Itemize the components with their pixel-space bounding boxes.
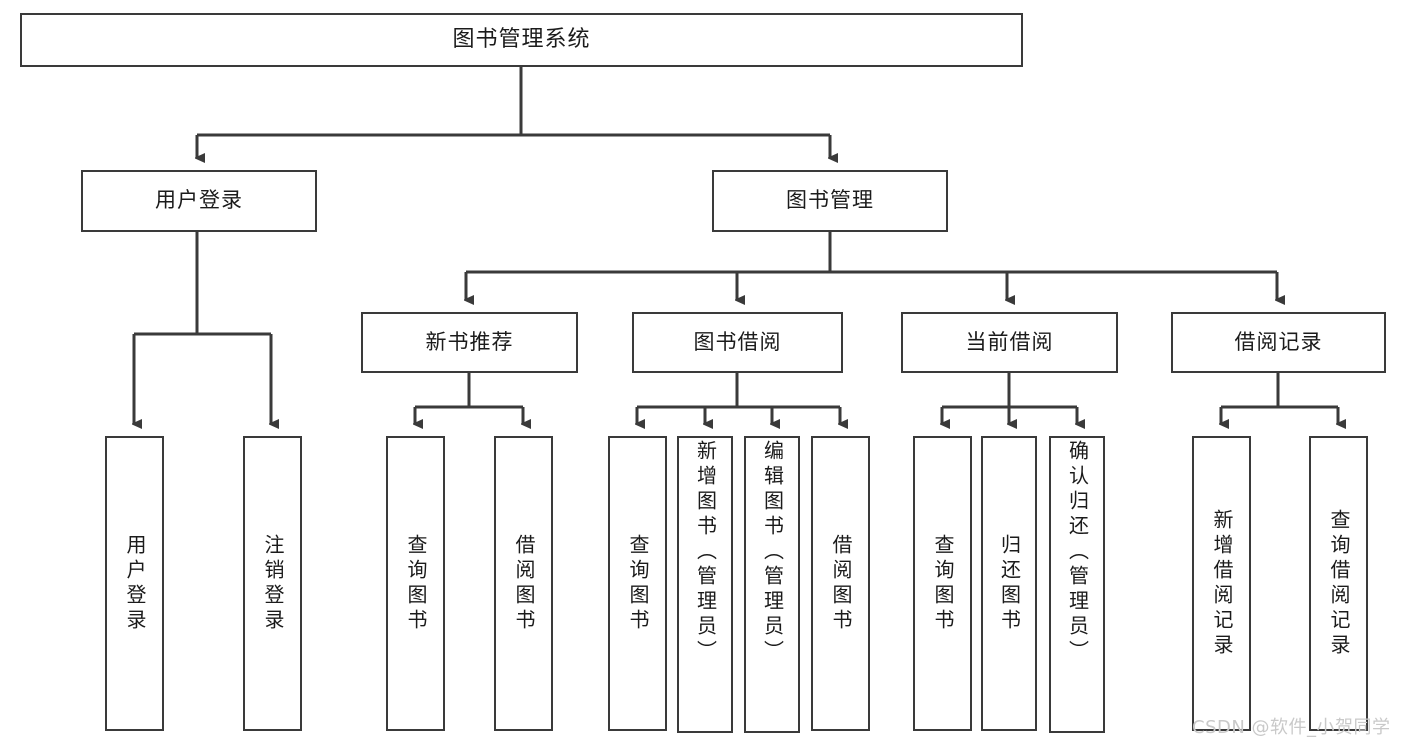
node-label: 借阅记录 bbox=[1234, 329, 1323, 354]
leaf-new-book-query[interactable]: 查询图书 bbox=[386, 436, 445, 731]
node-book-borrow[interactable]: 图书借阅 bbox=[632, 312, 843, 373]
node-label: 用户登录 bbox=[155, 188, 243, 213]
node-label: 查询借阅记录 bbox=[1327, 508, 1351, 659]
node-borrow-record[interactable]: 借阅记录 bbox=[1171, 312, 1386, 373]
node-label: 图书借阅 bbox=[693, 329, 782, 354]
node-label: 当前借阅 bbox=[965, 329, 1054, 354]
node-label: 借阅图书 bbox=[829, 533, 853, 634]
leaf-current-borrow-return[interactable]: 归还图书 bbox=[981, 436, 1037, 731]
leaf-current-borrow-confirm[interactable]: 确认归还（管理员） bbox=[1049, 436, 1105, 733]
node-book-management[interactable]: 图书管理 bbox=[712, 170, 948, 232]
leaf-borrow-record-add[interactable]: 新增借阅记录 bbox=[1192, 436, 1251, 731]
node-label: 查询图书 bbox=[931, 533, 955, 634]
node-user-login[interactable]: 用户登录 bbox=[81, 170, 317, 232]
node-label: 新增借阅记录 bbox=[1210, 508, 1234, 659]
node-root-system[interactable]: 图书管理系统 bbox=[20, 13, 1023, 67]
node-label: 新增图书（管理员） bbox=[693, 440, 718, 665]
node-label: 查询图书 bbox=[404, 533, 428, 634]
leaf-borrow-record-query[interactable]: 查询借阅记录 bbox=[1309, 436, 1368, 731]
leaf-new-book-borrow[interactable]: 借阅图书 bbox=[494, 436, 553, 731]
node-label: 图书管理系统 bbox=[452, 26, 591, 52]
leaf-book-borrow-query[interactable]: 查询图书 bbox=[608, 436, 667, 731]
leaf-book-borrow-borrow[interactable]: 借阅图书 bbox=[811, 436, 870, 731]
leaf-book-borrow-add[interactable]: 新增图书（管理员） bbox=[677, 436, 733, 733]
node-label: 编辑图书（管理员） bbox=[760, 440, 785, 665]
node-label: 确认归还（管理员） bbox=[1065, 440, 1090, 665]
leaf-current-borrow-query[interactable]: 查询图书 bbox=[913, 436, 972, 731]
node-current-borrow[interactable]: 当前借阅 bbox=[901, 312, 1118, 373]
node-label: 图书管理 bbox=[786, 188, 874, 213]
leaf-book-borrow-edit[interactable]: 编辑图书（管理员） bbox=[744, 436, 800, 733]
csdn-watermark: CSDN @软件_小贺同学 bbox=[1192, 717, 1391, 738]
node-label: 借阅图书 bbox=[512, 533, 536, 634]
leaf-user-login-login[interactable]: 用户登录 bbox=[105, 436, 164, 731]
leaf-user-login-logout[interactable]: 注销登录 bbox=[243, 436, 302, 731]
node-new-book-recommend[interactable]: 新书推荐 bbox=[361, 312, 578, 373]
node-label: 查询图书 bbox=[626, 533, 650, 634]
node-label: 新书推荐 bbox=[425, 329, 514, 354]
node-label: 用户登录 bbox=[123, 533, 147, 634]
node-label: 注销登录 bbox=[261, 533, 285, 634]
node-label: 归还图书 bbox=[997, 533, 1022, 634]
